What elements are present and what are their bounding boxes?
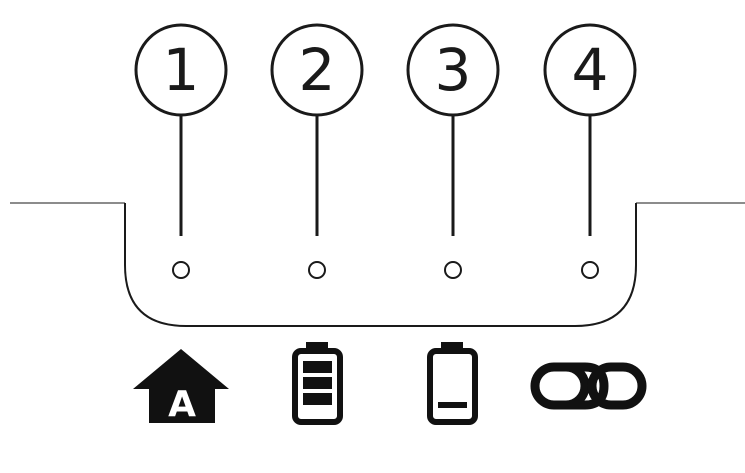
callout-4: 4 — [543, 23, 637, 279]
callout-1: 1 — [134, 23, 228, 279]
led-bezel — [124, 203, 637, 327]
led-1 — [172, 261, 190, 279]
led-2 — [308, 261, 326, 279]
led-3 — [444, 261, 462, 279]
battery-low-icon — [427, 342, 478, 425]
callout-number-3: 3 — [435, 36, 472, 104]
led-4 — [581, 261, 599, 279]
link-icon — [530, 362, 647, 410]
callout-3: 3 — [406, 23, 500, 279]
battery-full-icon — [292, 342, 343, 425]
callout-number-1: 1 — [163, 36, 200, 104]
auto-mode-icon: A — [133, 349, 229, 425]
auto-mode-letter: A — [168, 384, 196, 425]
callout-number-2: 2 — [299, 36, 336, 104]
callout-number-4: 4 — [572, 36, 609, 104]
link-icon-overlap — [566, 362, 609, 410]
callout-2: 2 — [270, 23, 364, 279]
